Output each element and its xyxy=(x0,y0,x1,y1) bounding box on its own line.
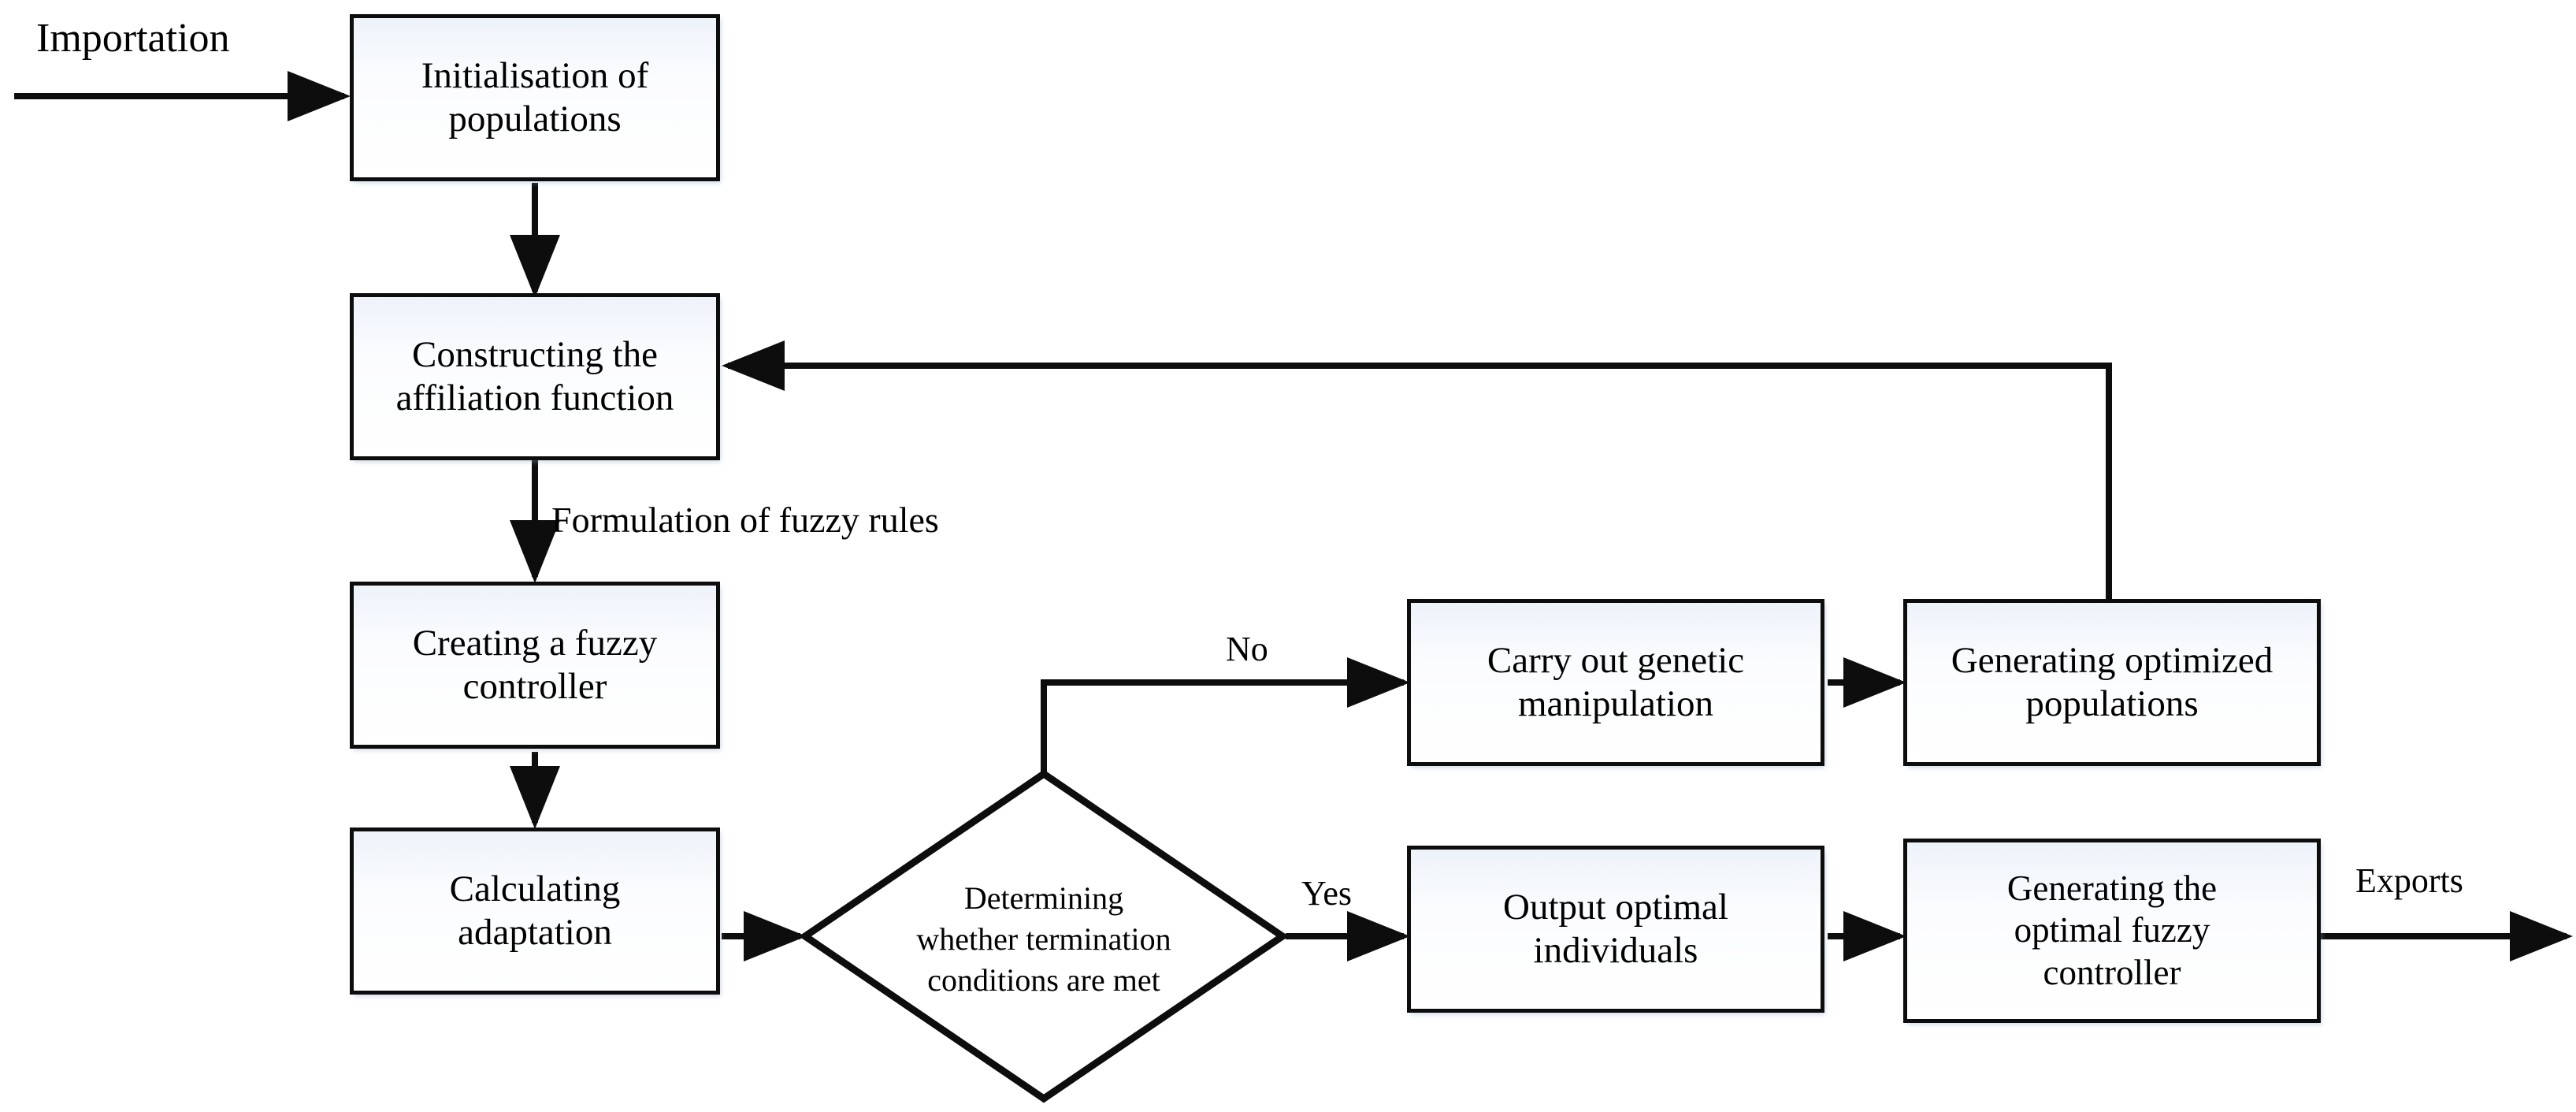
node-label: Calculating adaptation xyxy=(449,868,621,953)
decision-label: Determining whether termination conditio… xyxy=(916,880,1171,998)
label-formulation-of-fuzzy-rules: Formulation of fuzzy rules xyxy=(551,500,939,540)
node-label: Generating the optimal fuzzy controller xyxy=(2006,868,2218,992)
node-carry-out-genetic-manipulation[interactable]: Carry out genetic manipulation xyxy=(1407,599,1824,766)
node-constructing-the-affiliation-function[interactable]: Constructing the affiliation function xyxy=(350,293,720,460)
node-label: Creating a fuzzy controller xyxy=(412,622,658,707)
node-generating-optimized-populations[interactable]: Generating optimized populations xyxy=(1903,599,2321,766)
node-label: Generating optimized populations xyxy=(1951,639,2273,724)
node-generating-the-optimal-fuzzy-controller[interactable]: Generating the optimal fuzzy controller xyxy=(1903,839,2321,1023)
node-label: Constructing the affiliation function xyxy=(395,333,674,418)
node-label: Initialisation of populations xyxy=(421,54,649,139)
label-exports: Exports xyxy=(2355,861,2463,900)
edge-optpop-feedback-to-affiliation xyxy=(722,340,2112,601)
node-label: Output optimal individuals xyxy=(1503,886,1728,971)
node-label: Carry out genetic manipulation xyxy=(1487,639,1745,724)
node-calculating-adaptation[interactable]: Calculating adaptation xyxy=(350,827,720,995)
node-output-optimal-individuals[interactable]: Output optimal individuals xyxy=(1407,846,1824,1013)
node-initialisation-of-populations[interactable]: Initialisation of populations xyxy=(350,14,720,181)
label-yes: Yes xyxy=(1301,874,1353,913)
label-importation: Importation xyxy=(36,16,230,61)
node-decision-determining-termination[interactable]: Determining whether termination conditio… xyxy=(805,774,1282,1099)
node-creating-a-fuzzy-controller[interactable]: Creating a fuzzy controller xyxy=(350,582,720,749)
label-no: No xyxy=(1226,630,1268,668)
edge-decision-no-to-genetic xyxy=(1041,657,1410,774)
